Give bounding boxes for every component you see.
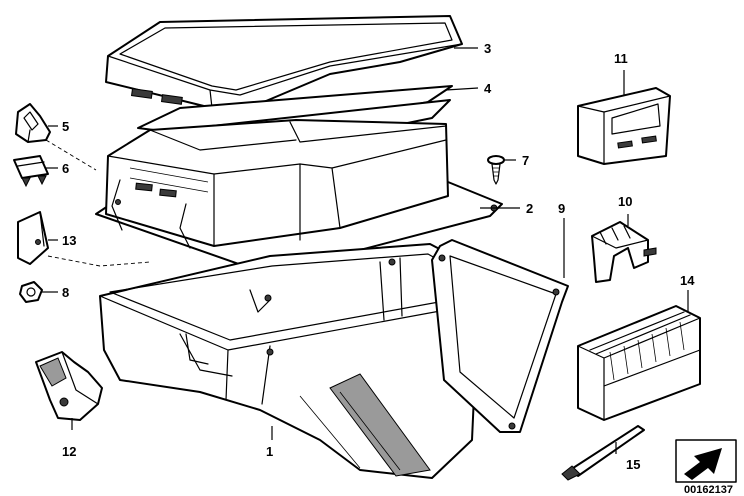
callout-9: 9 [558, 201, 565, 216]
callout-4: 4 [484, 81, 492, 96]
callout-13: 13 [62, 233, 76, 248]
part-14-connector-block [577, 305, 701, 421]
callout-12: 12 [62, 444, 76, 459]
callout-6: 6 [62, 161, 69, 176]
assembly-line-5 [45, 139, 97, 171]
part-5-clip [15, 103, 51, 143]
leader-4 [445, 87, 479, 91]
catalog-number: 00162137 [684, 484, 733, 496]
part-11-small-box [577, 87, 671, 165]
callout-7: 7 [522, 153, 529, 168]
assembly-line-13 [47, 255, 151, 267]
part-12-strain-relief [35, 351, 103, 421]
part-10-relay-socket [591, 221, 657, 283]
callout-11: 11 [614, 51, 628, 66]
callout-15: 15 [626, 457, 640, 472]
part-8-nut [19, 281, 43, 303]
part-3-cover [105, 15, 463, 113]
arrow-icon [684, 448, 722, 480]
callout-2: 2 [526, 201, 533, 216]
part-7-screw [487, 155, 505, 185]
callout-3: 3 [484, 41, 491, 56]
callout-14: 14 [680, 273, 695, 288]
part-9-seal-frame [431, 239, 569, 433]
callout-5: 5 [62, 119, 69, 134]
callout-8: 8 [62, 285, 69, 300]
part-6-fuse [13, 155, 49, 188]
callout-10: 10 [618, 194, 632, 209]
part-15-strip [561, 425, 645, 481]
corner-symbol [675, 439, 737, 483]
part-13-bracket [17, 211, 49, 265]
callout-1: 1 [266, 444, 273, 459]
